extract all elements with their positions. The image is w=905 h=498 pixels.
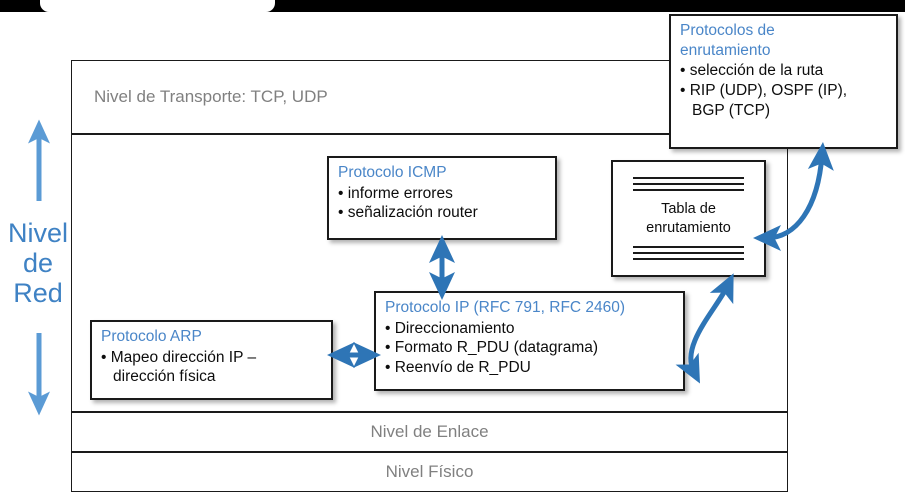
routing-table-document[interactable]: Tabla de enrutamiento — [611, 160, 766, 277]
doc-rule-line — [632, 182, 745, 185]
band-transport-label: Nivel de Transporte: TCP, UDP — [94, 87, 328, 106]
list-item: Reenvío de R_PDU — [385, 358, 674, 378]
list-item: informe errores — [338, 184, 546, 204]
doc-rule-line — [632, 252, 745, 255]
doc-rule-line — [632, 188, 745, 191]
doc-rule-line — [632, 246, 745, 249]
callout-routing-protocols-title: Protocolos de enrutamiento — [680, 22, 775, 59]
band-link-label: Nivel de Enlace — [370, 422, 489, 441]
callout-routing-protocols[interactable]: Protocolos de enrutamiento selección de … — [669, 14, 898, 149]
doc-rule-line — [632, 258, 745, 261]
top-black-bar — [0, 0, 905, 12]
list-item: Mapeo dirección IP – dirección física — [101, 348, 322, 388]
band-physical-label: Nivel Físico — [385, 462, 474, 481]
top-bar-notch — [40, 0, 275, 12]
band-physical: Nivel Físico — [71, 452, 788, 492]
callout-arp[interactable]: Protocolo ARP Mapeo dirección IP – direc… — [90, 320, 333, 400]
callout-icmp-bullets: informe errores señalización router — [338, 184, 546, 224]
callout-ip[interactable]: Protocolo IP (RFC 791, RFC 2460) Direcci… — [374, 291, 685, 391]
callout-icmp-title: Protocolo ICMP — [338, 164, 447, 181]
doc-rule-line — [632, 176, 745, 179]
doc-rules-top — [632, 176, 745, 191]
routing-table-label: Tabla de enrutamiento — [646, 200, 731, 236]
list-item: Direccionamiento — [385, 319, 674, 339]
list-item: señalización router — [338, 203, 546, 223]
list-item: RIP (UDP), OSPF (IP), BGP (TCP) — [680, 81, 887, 121]
callout-arp-title: Protocolo ARP — [101, 328, 202, 345]
list-item: selección de la ruta — [680, 61, 887, 81]
network-level-side-label: Nivel de Red — [7, 218, 68, 309]
callout-ip-title: Protocolo IP (RFC 791, RFC 2460) — [385, 299, 626, 316]
list-item: Formato R_PDU (datagrama) — [385, 338, 674, 358]
callout-ip-bullets: Direccionamiento Formato R_PDU (datagram… — [385, 319, 674, 378]
doc-rules-bottom — [632, 246, 745, 261]
band-link: Nivel de Enlace — [71, 412, 788, 452]
callout-routing-protocols-bullets: selección de la ruta RIP (UDP), OSPF (IP… — [680, 61, 887, 120]
callout-arp-bullets: Mapeo dirección IP – dirección física — [101, 348, 322, 388]
callout-icmp[interactable]: Protocolo ICMP informe errores señalizac… — [327, 156, 557, 240]
band-transport: Nivel de Transporte: TCP, UDP — [71, 60, 788, 134]
